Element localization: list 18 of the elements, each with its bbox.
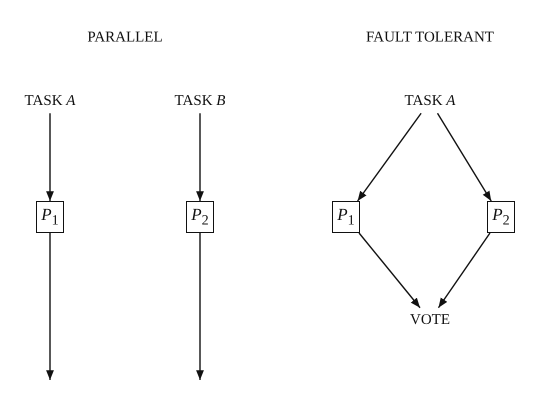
arrow [436,112,492,202]
processor-box: P$_{2}$ [186,201,214,233]
processor-box: P$_{1}$ [332,201,360,233]
arrow [358,232,421,308]
task-label: TASK B [174,92,226,110]
arrow [46,113,54,201]
arrow [438,232,491,308]
task-label: TASK A [404,92,456,110]
heading: FAULT TOLERANT [366,30,494,46]
arrow [46,233,54,380]
arrow [357,112,422,202]
processor-box: P$_{2}$ [487,201,515,233]
heading: PARALLEL [87,30,163,46]
arrow [196,233,204,380]
processor-box: P$_{1}$ [36,201,64,233]
task-label: VOTE [410,312,450,328]
task-label: TASK A [24,92,76,110]
arrow [196,113,204,201]
